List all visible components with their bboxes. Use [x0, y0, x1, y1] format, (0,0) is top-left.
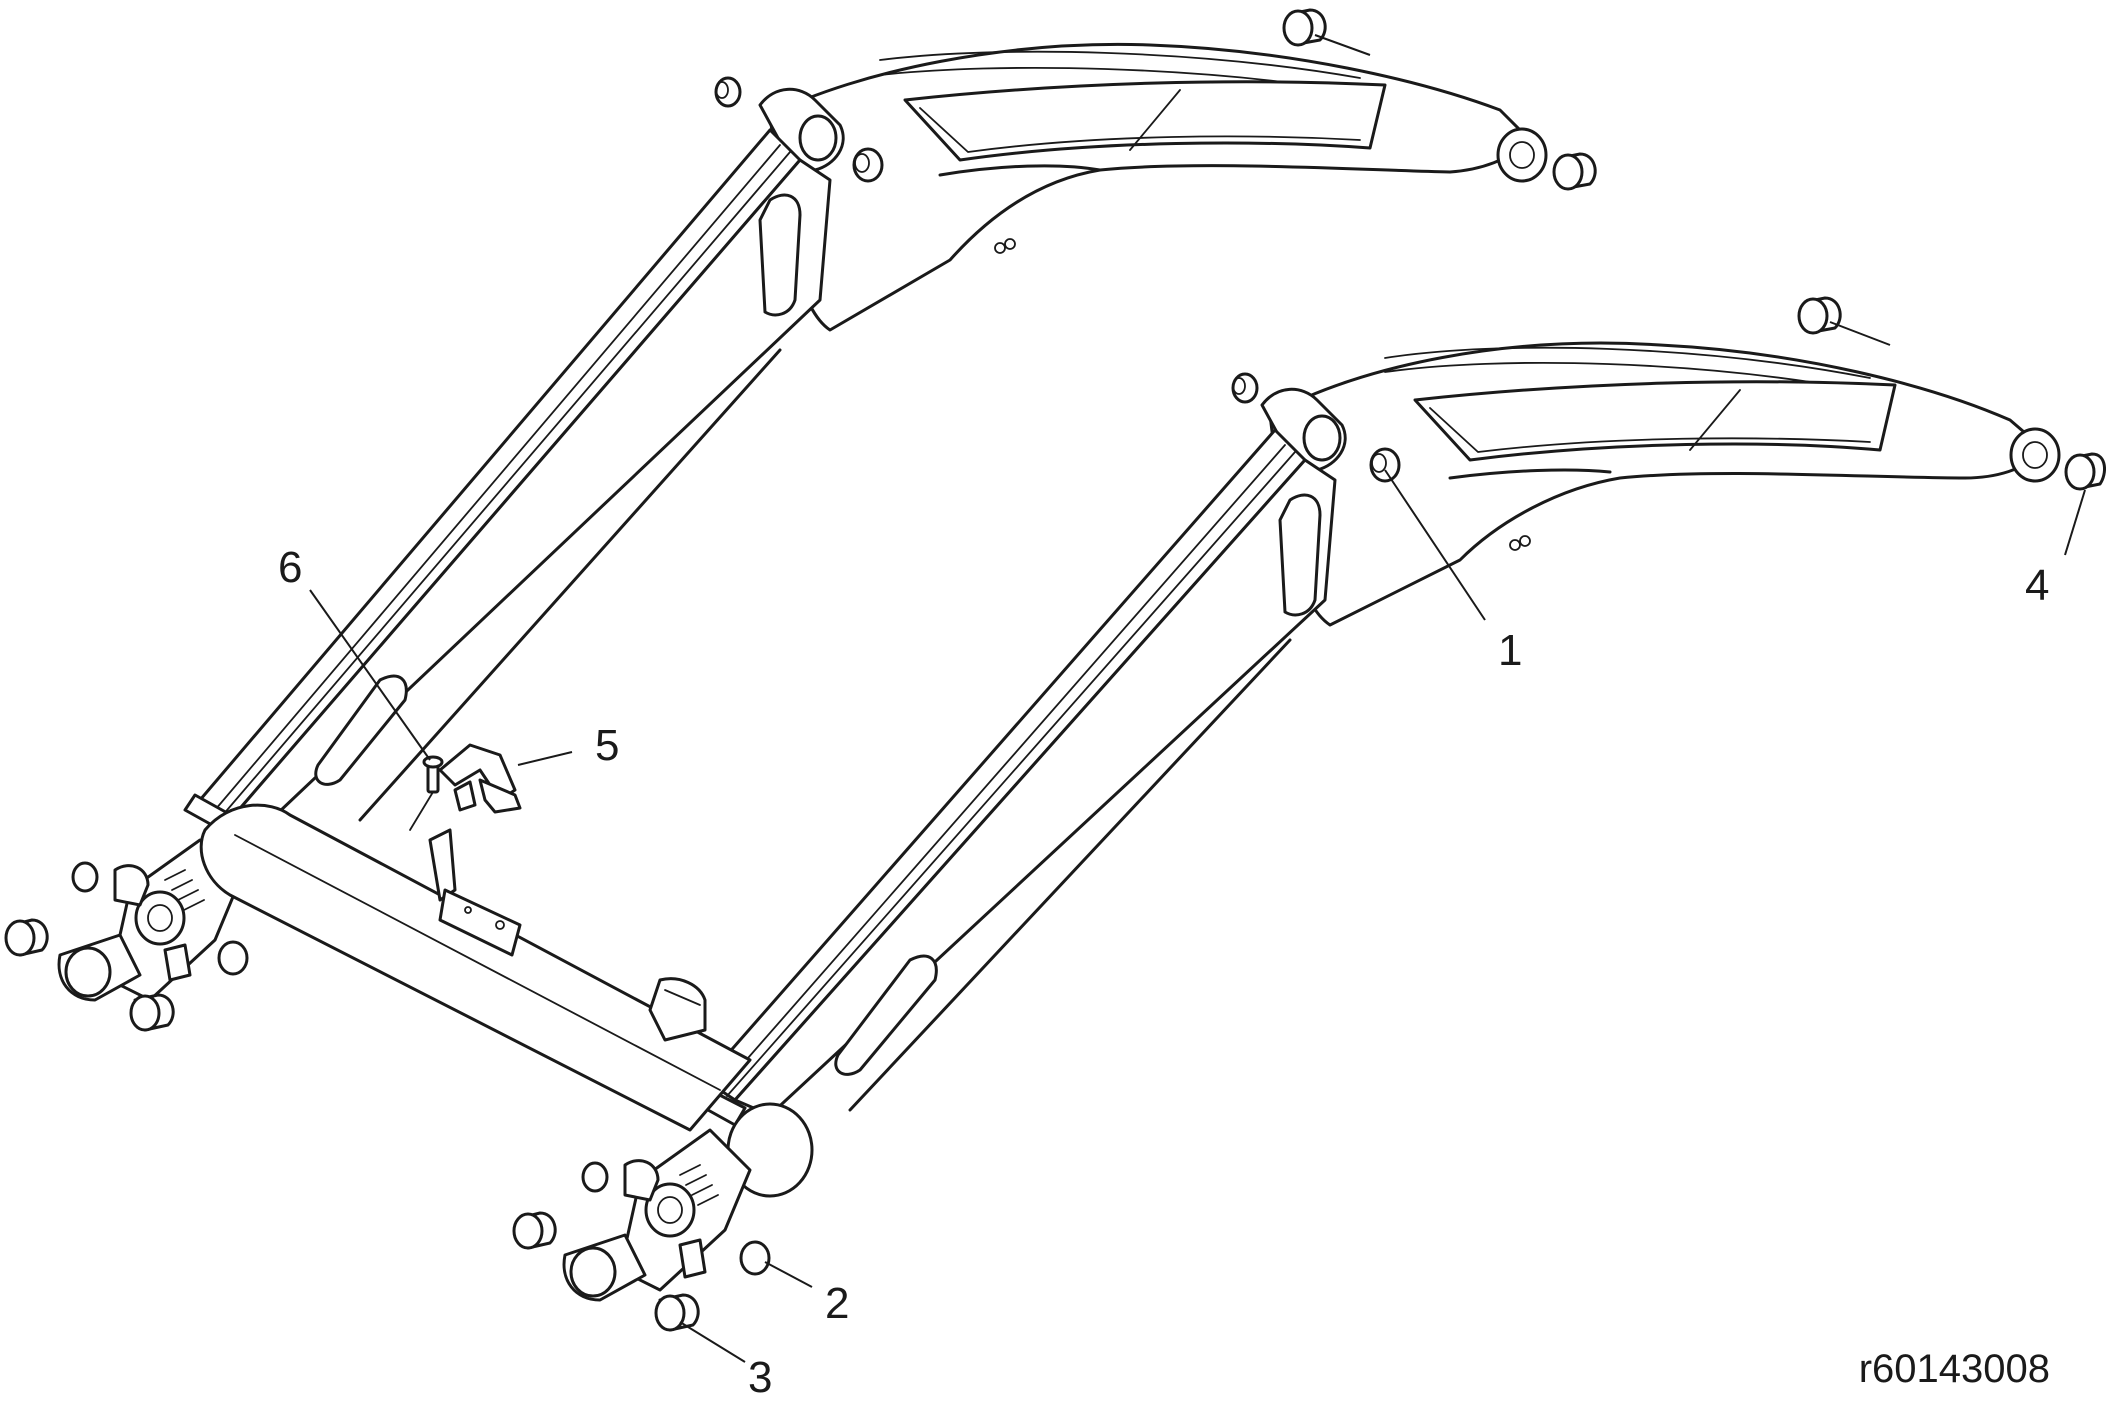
- bushing-rear-bottom-lower: [129, 993, 175, 1032]
- bushing-rear-bottom-right: [217, 940, 249, 976]
- bushings: [4, 8, 2106, 1332]
- bushing-rear-bottom-small: [71, 861, 99, 893]
- bushing-front-bottom-left: [512, 1211, 557, 1250]
- bushing-front-top-small: [1231, 372, 1259, 404]
- front-arm-tip-pivot: [2009, 427, 2061, 483]
- bushing-front-tip-upper: [1797, 296, 1842, 335]
- front-loader-arm: [562, 341, 2061, 1302]
- bushing-rear-tip-upper: [1282, 8, 1327, 47]
- callout-4: 4: [2025, 561, 2049, 610]
- bushing-rear-top-small: [714, 76, 742, 108]
- reference-code: r60143008: [1859, 1347, 2050, 1391]
- bushing-front-top-inner: [1369, 447, 1401, 483]
- rear-loader-arm: [57, 43, 1548, 1002]
- bushing-rear-top-inner: [852, 147, 884, 183]
- part-6-bolt: [409, 755, 444, 831]
- leader-lines: [309, 34, 2086, 1363]
- tube-bracket-lower: [648, 977, 707, 1042]
- callout-5: 5: [595, 721, 619, 770]
- bushing-front-bottom-small: [581, 1161, 609, 1193]
- tube-plate: [438, 888, 522, 957]
- bushing-front-bottom-right: [739, 1240, 771, 1276]
- tube-bracket-upper: [428, 828, 457, 902]
- callout-6: 6: [278, 543, 302, 592]
- cross-tube: [199, 803, 752, 1132]
- bushing-front-tip-lower: [2064, 452, 2106, 491]
- callout-2: 2: [825, 1279, 849, 1328]
- front-arm-window: [1413, 380, 1897, 462]
- callout-labels: 1 2 3 4 5 6: [278, 543, 2049, 1402]
- callout-1: 1: [1498, 626, 1522, 675]
- bushing-front-bottom-lower: [654, 1293, 700, 1332]
- part-5-bracket: [438, 743, 522, 814]
- bushing-rear-tip-lower: [1552, 152, 1597, 191]
- callout-3: 3: [748, 1353, 772, 1402]
- bushing-rear-bottom-left: [4, 918, 49, 957]
- rear-arm-tip-pivot: [1496, 127, 1548, 183]
- rear-arm-window: [903, 80, 1387, 162]
